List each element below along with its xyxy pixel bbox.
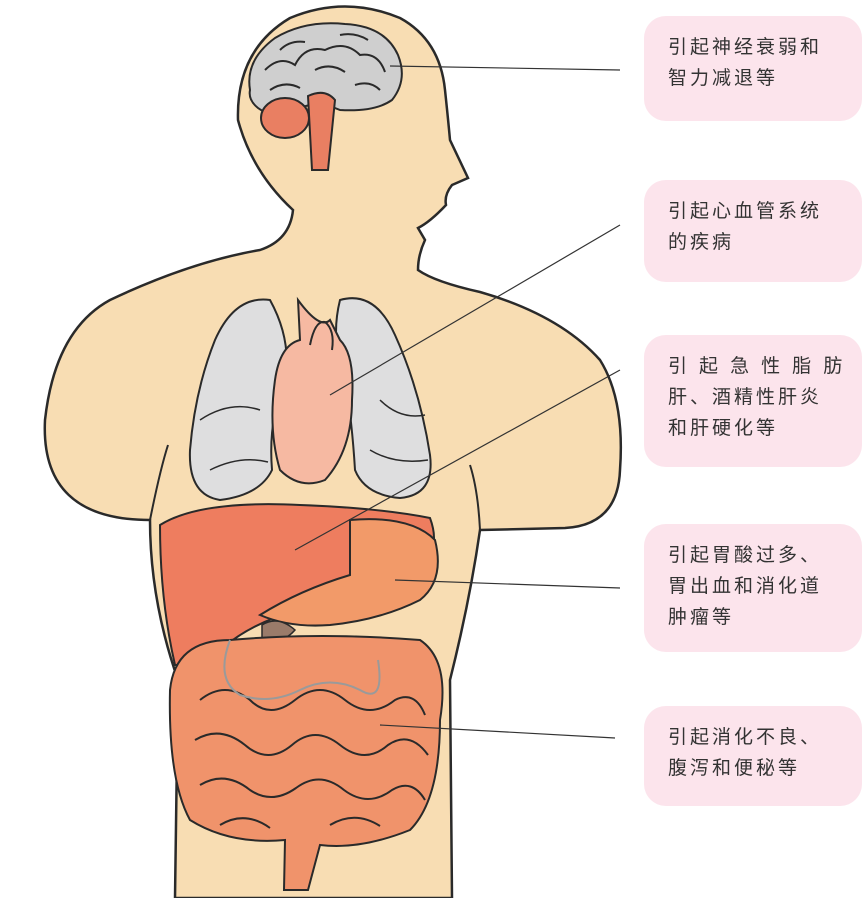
callout-brain: 引起神经衰弱和 智力减退等 [644,16,862,121]
callout-intestine: 引起消化不良、 腹泻和便秘等 [644,706,862,806]
callout-liver: 引 起 急 性 脂 肪 肝、酒精性肝炎 和肝硬化等 [644,335,862,467]
callout-intestine-line2: 腹泻和便秘等 [668,753,852,784]
callout-brain-line2: 智力减退等 [668,63,852,94]
callout-heart-line2: 的疾病 [668,227,852,258]
callout-stomach-line2: 胃出血和消化道 [668,571,852,602]
callout-stomach: 引起胃酸过多、 胃出血和消化道 肿瘤等 [644,524,862,652]
callout-intestine-line1: 引起消化不良、 [668,722,852,753]
callout-liver-line3: 和肝硬化等 [668,413,852,444]
callout-stomach-line1: 引起胃酸过多、 [668,540,852,571]
callout-brain-line1: 引起神经衰弱和 [668,32,852,63]
callout-stomach-line3: 肿瘤等 [668,602,852,633]
callout-liver-line2: 肝、酒精性肝炎 [668,382,852,413]
callout-heart-line1: 引起心血管系统 [668,196,852,227]
callout-liver-line1: 引 起 急 性 脂 肪 [668,351,852,382]
callout-heart: 引起心血管系统 的疾病 [644,180,862,282]
cerebellum [261,98,309,138]
